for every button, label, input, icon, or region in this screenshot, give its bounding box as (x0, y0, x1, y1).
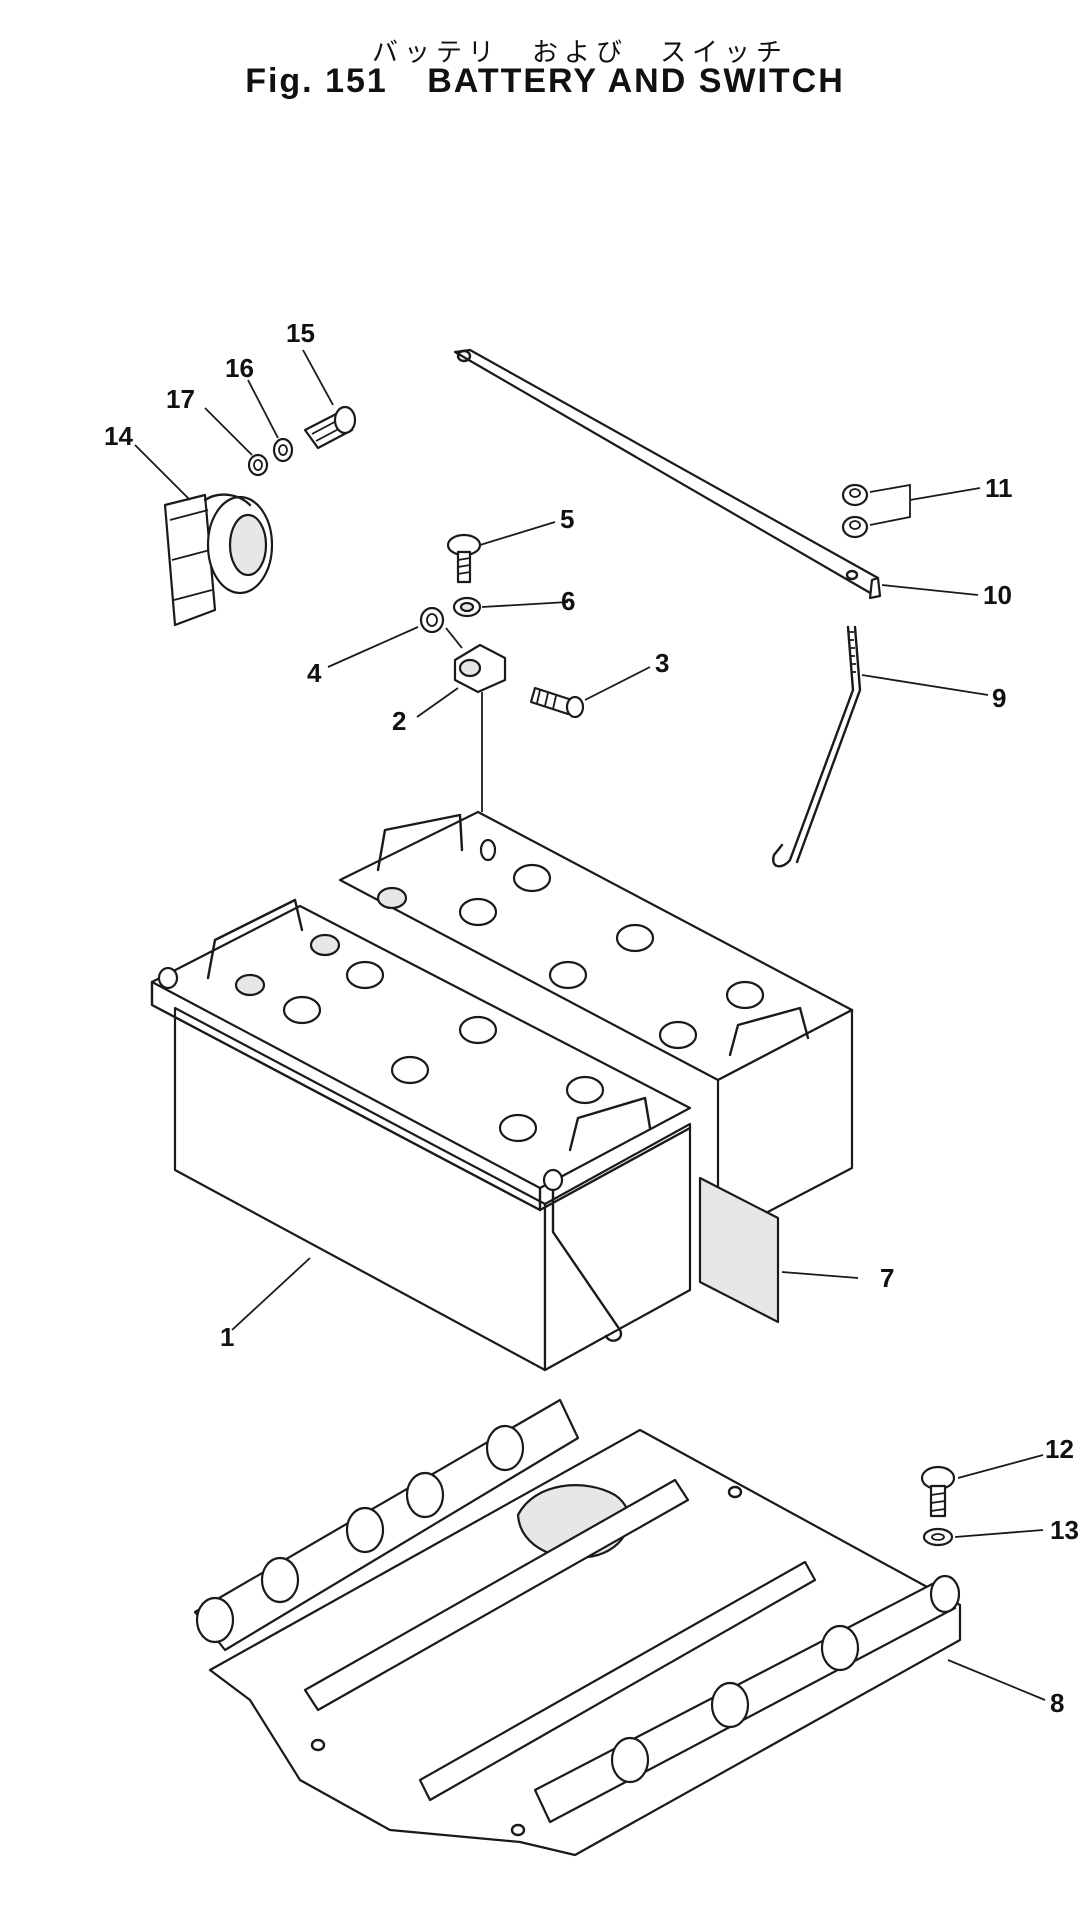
callout-17: 17 (166, 384, 195, 414)
figure-number: Fig. 151 (245, 62, 388, 100)
battery-tray-8 (193, 1398, 962, 1857)
callout-15: 15 (286, 318, 315, 348)
callout-12: 12 (1045, 1434, 1074, 1464)
washer-13 (922, 1527, 954, 1547)
leader-lines (134, 349, 1046, 1701)
washer-16 (272, 437, 294, 463)
callout-6: 6 (561, 586, 576, 616)
bolt-12 (920, 1465, 956, 1518)
callout-1: 1 (220, 1322, 235, 1352)
figure-title: Fig. 151 BATTERY AND SWITCH (0, 62, 1090, 101)
callout-11: 11 (985, 473, 1013, 503)
assembly-line-nut (445, 627, 463, 649)
figure-caption: BATTERY AND SWITCH (427, 62, 845, 100)
callout-2: 2 (392, 706, 407, 736)
callout-8: 8 (1050, 1688, 1065, 1718)
callout-4: 4 (307, 658, 322, 688)
callout-14: 14 (104, 421, 133, 451)
callout-5: 5 (560, 504, 575, 534)
washer-17 (247, 453, 269, 477)
battery-1 (150, 810, 854, 1372)
nut-11 (841, 483, 869, 539)
callout-9: 9 (992, 683, 1007, 713)
callout-13: 13 (1050, 1515, 1079, 1545)
callout-7: 7 (880, 1263, 895, 1293)
rod-9 (772, 625, 862, 868)
terminal-clamp-2 (453, 643, 507, 694)
callout-3: 3 (655, 648, 670, 678)
nut-4 (419, 606, 445, 634)
battery-switch-14 (163, 493, 274, 627)
bolt-3 (529, 686, 585, 719)
hold-down-bar-10 (453, 348, 882, 600)
spacer-plate-7 (698, 1176, 780, 1324)
japanese-title: バッテリ および スイッチ (371, 37, 788, 67)
bolt-5 (446, 533, 482, 584)
washer-6 (452, 596, 482, 618)
callout-10: 10 (983, 580, 1012, 610)
bolt-15 (303, 405, 357, 450)
callout-16: 16 (225, 353, 254, 383)
